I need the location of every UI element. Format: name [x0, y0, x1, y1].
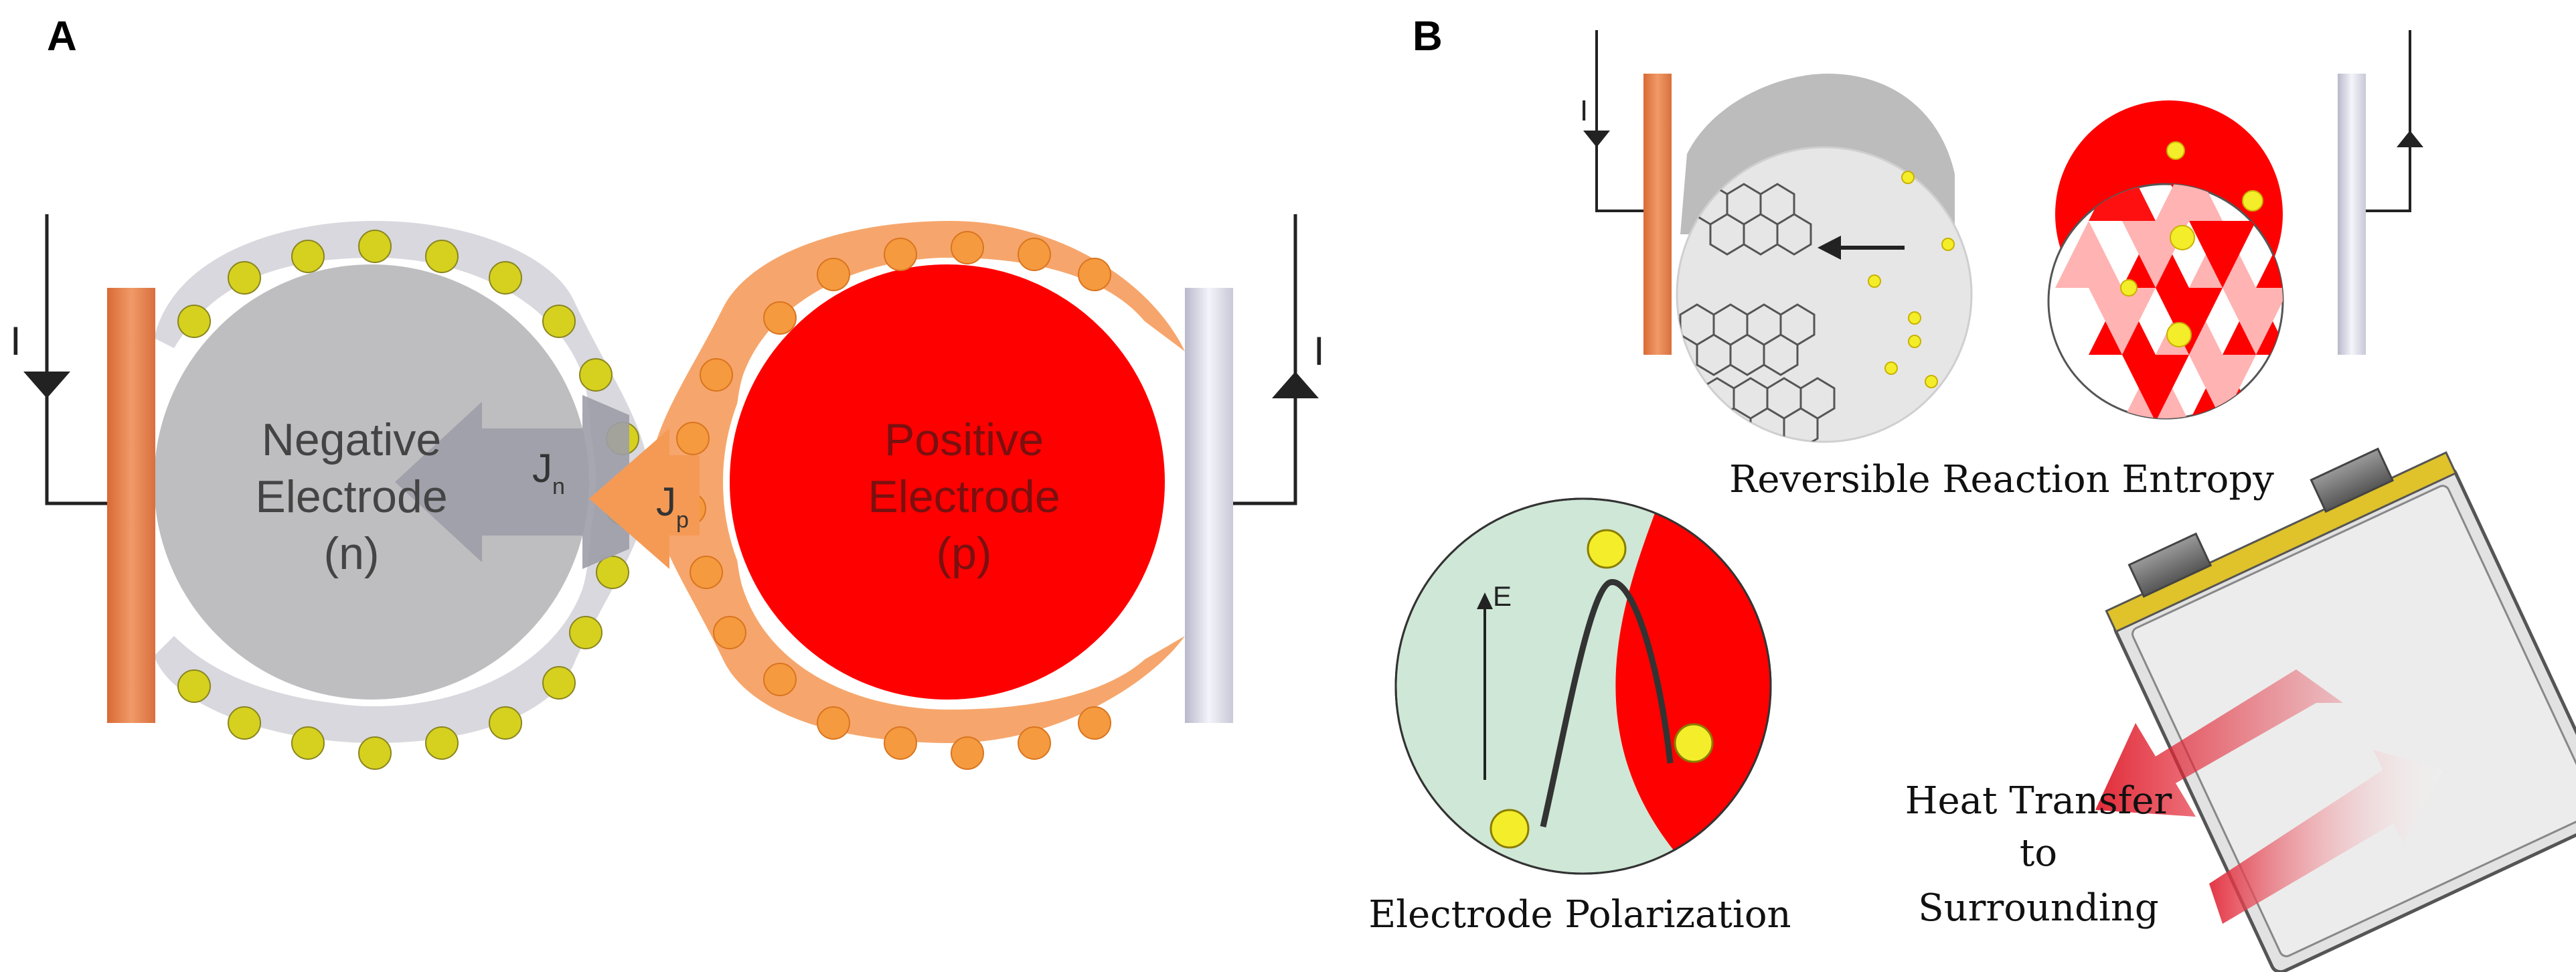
pouch-cell: [2095, 447, 2576, 972]
positive-label-line3: (p): [936, 528, 991, 579]
graphite-layers: [1679, 183, 1836, 442]
left-wire: [45, 214, 107, 505]
polarization-caption: Electrode Polarization: [1368, 893, 1791, 937]
copper-current-collector: [107, 288, 155, 723]
negative-label-line1: Negative: [262, 414, 441, 465]
right-wire: [1233, 214, 1297, 505]
panel-a-letter: A: [47, 13, 77, 60]
polarization-ions: [1490, 529, 1714, 849]
flux-p-arrow: [669, 455, 700, 536]
heat-caption-line1: Heat Transfer: [1905, 779, 2172, 823]
graphite-zoom: [1676, 74, 1973, 443]
field-label: E: [1493, 580, 1512, 612]
negative-label-line2: Electrode: [255, 471, 447, 522]
negative-electrode-label: Negative Electrode (n): [255, 414, 447, 579]
graphite-ions: [1868, 171, 1955, 388]
graphite-arrowhead: [1818, 236, 1841, 260]
heat-arrow-upper: [2095, 669, 2343, 817]
positive-electrode-label: Positive Electrode (p): [868, 414, 1060, 579]
positive-label-line2: Electrode: [868, 471, 1060, 522]
flux-n-arrow: [482, 395, 629, 569]
left-current-label: I: [10, 319, 21, 363]
left-current-arrow: [23, 372, 70, 398]
positive-label-line1: Positive: [884, 414, 1044, 465]
cathode-ions: [2120, 141, 2263, 347]
aluminum-current-collector: [1185, 288, 1233, 723]
flux-n-label: Jn: [532, 446, 565, 499]
graphite-current-arrow: [1583, 131, 1610, 147]
cathode-zoom: [2047, 100, 2284, 420]
flux-n-arrowhead: [395, 402, 482, 562]
right-current-label: I: [1313, 329, 1325, 374]
graphite-collector: [1643, 74, 1672, 355]
cathode-wire: [2366, 30, 2411, 212]
heat-caption-line3: Surrounding: [1918, 886, 2159, 930]
field-arrowhead: [1477, 592, 1493, 609]
right-current-arrow: [1272, 372, 1319, 398]
cathode-collector: [2338, 74, 2366, 355]
graphite-current-label: I: [1580, 94, 1588, 127]
energy-barrier-curve: [1540, 579, 1674, 827]
negative-particles: [177, 230, 639, 770]
polarization-zoom: E: [1394, 497, 1772, 875]
negative-label-line3: (n): [323, 528, 379, 579]
positive-electrode: [723, 258, 1172, 706]
flux-p-arrowhead: [589, 428, 669, 569]
graphite-wire: [1595, 30, 1643, 212]
heat-caption-line2: to: [2020, 831, 2057, 875]
heat-caption: Heat Transfer to Surrounding: [1905, 779, 2172, 930]
cathode-current-arrow: [2397, 131, 2423, 147]
heat-arrow-lower: [2209, 750, 2443, 924]
reversible-caption: Reversible Reaction Entropy: [1729, 458, 2274, 501]
flux-p-label: Jp: [656, 479, 689, 533]
panel-b-letter: B: [1413, 13, 1443, 60]
